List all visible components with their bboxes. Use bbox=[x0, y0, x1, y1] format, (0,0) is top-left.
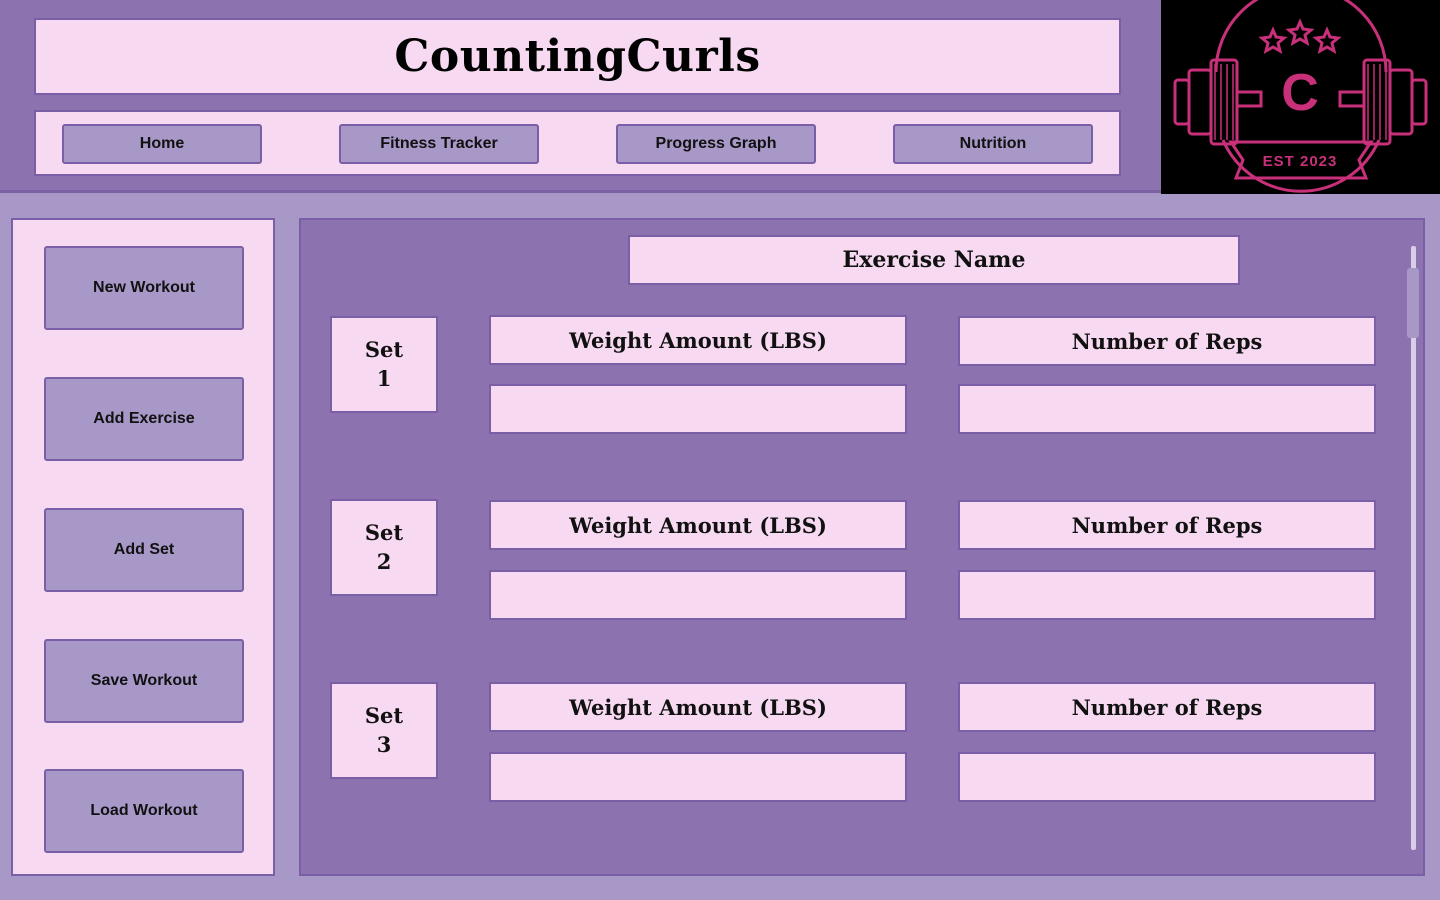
add-exercise-button[interactable]: Add Exercise bbox=[44, 377, 244, 461]
set-2-reps-input[interactable] bbox=[958, 570, 1376, 620]
set-number: 1 bbox=[376, 365, 392, 391]
set-3-label: Set 3 bbox=[330, 682, 438, 779]
sidebar: New Workout Add Exercise Add Set Save Wo… bbox=[11, 218, 275, 876]
dumbbell-logo-icon: C EST 2023 bbox=[1173, 0, 1428, 193]
new-workout-button[interactable]: New Workout bbox=[44, 246, 244, 330]
logo-letter: C bbox=[1281, 64, 1319, 122]
set-2-reps-header: Number of Reps bbox=[958, 500, 1376, 550]
nav-progress-graph-button[interactable]: Progress Graph bbox=[616, 124, 816, 164]
scrollbar-thumb[interactable] bbox=[1407, 268, 1419, 338]
load-workout-button[interactable]: Load Workout bbox=[44, 769, 244, 853]
brand-logo: C EST 2023 bbox=[1161, 0, 1440, 194]
app-title-box: CountingCurls bbox=[34, 18, 1121, 95]
add-set-button[interactable]: Add Set bbox=[44, 508, 244, 592]
scrollbar-track[interactable] bbox=[1411, 246, 1416, 850]
set-word: Set bbox=[364, 703, 404, 729]
set-3-weight-input[interactable] bbox=[489, 752, 907, 802]
set-word: Set bbox=[364, 337, 404, 363]
set-1-weight-input[interactable] bbox=[489, 384, 907, 434]
nav-nutrition-button[interactable]: Nutrition bbox=[893, 124, 1093, 164]
set-2-weight-header: Weight Amount (LBS) bbox=[489, 500, 907, 550]
set-3-reps-header: Number of Reps bbox=[958, 682, 1376, 732]
set-1-label: Set 1 bbox=[330, 316, 438, 413]
workout-panel: Exercise Name Set 1 Weight Amount (LBS) … bbox=[299, 218, 1425, 876]
set-1-reps-header: Number of Reps bbox=[958, 316, 1376, 366]
app-title: CountingCurls bbox=[394, 31, 761, 82]
set-1-weight-header: Weight Amount (LBS) bbox=[489, 315, 907, 365]
nav-fitness-tracker-button[interactable]: Fitness Tracker bbox=[339, 124, 539, 164]
header: CountingCurls Home Fitness Tracker Progr… bbox=[0, 0, 1161, 193]
set-3-reps-input[interactable] bbox=[958, 752, 1376, 802]
set-number: 2 bbox=[376, 548, 392, 574]
set-2-label: Set 2 bbox=[330, 499, 438, 596]
set-word: Set bbox=[364, 520, 404, 546]
nav-home-button[interactable]: Home bbox=[62, 124, 262, 164]
save-workout-button[interactable]: Save Workout bbox=[44, 639, 244, 723]
set-1-reps-input[interactable] bbox=[958, 384, 1376, 434]
set-number: 3 bbox=[376, 731, 392, 757]
exercise-name-field[interactable]: Exercise Name bbox=[628, 235, 1240, 285]
logo-est: EST 2023 bbox=[1263, 153, 1338, 170]
set-3-weight-header: Weight Amount (LBS) bbox=[489, 682, 907, 732]
set-2-weight-input[interactable] bbox=[489, 570, 907, 620]
nav-bar: Home Fitness Tracker Progress Graph Nutr… bbox=[34, 110, 1121, 176]
